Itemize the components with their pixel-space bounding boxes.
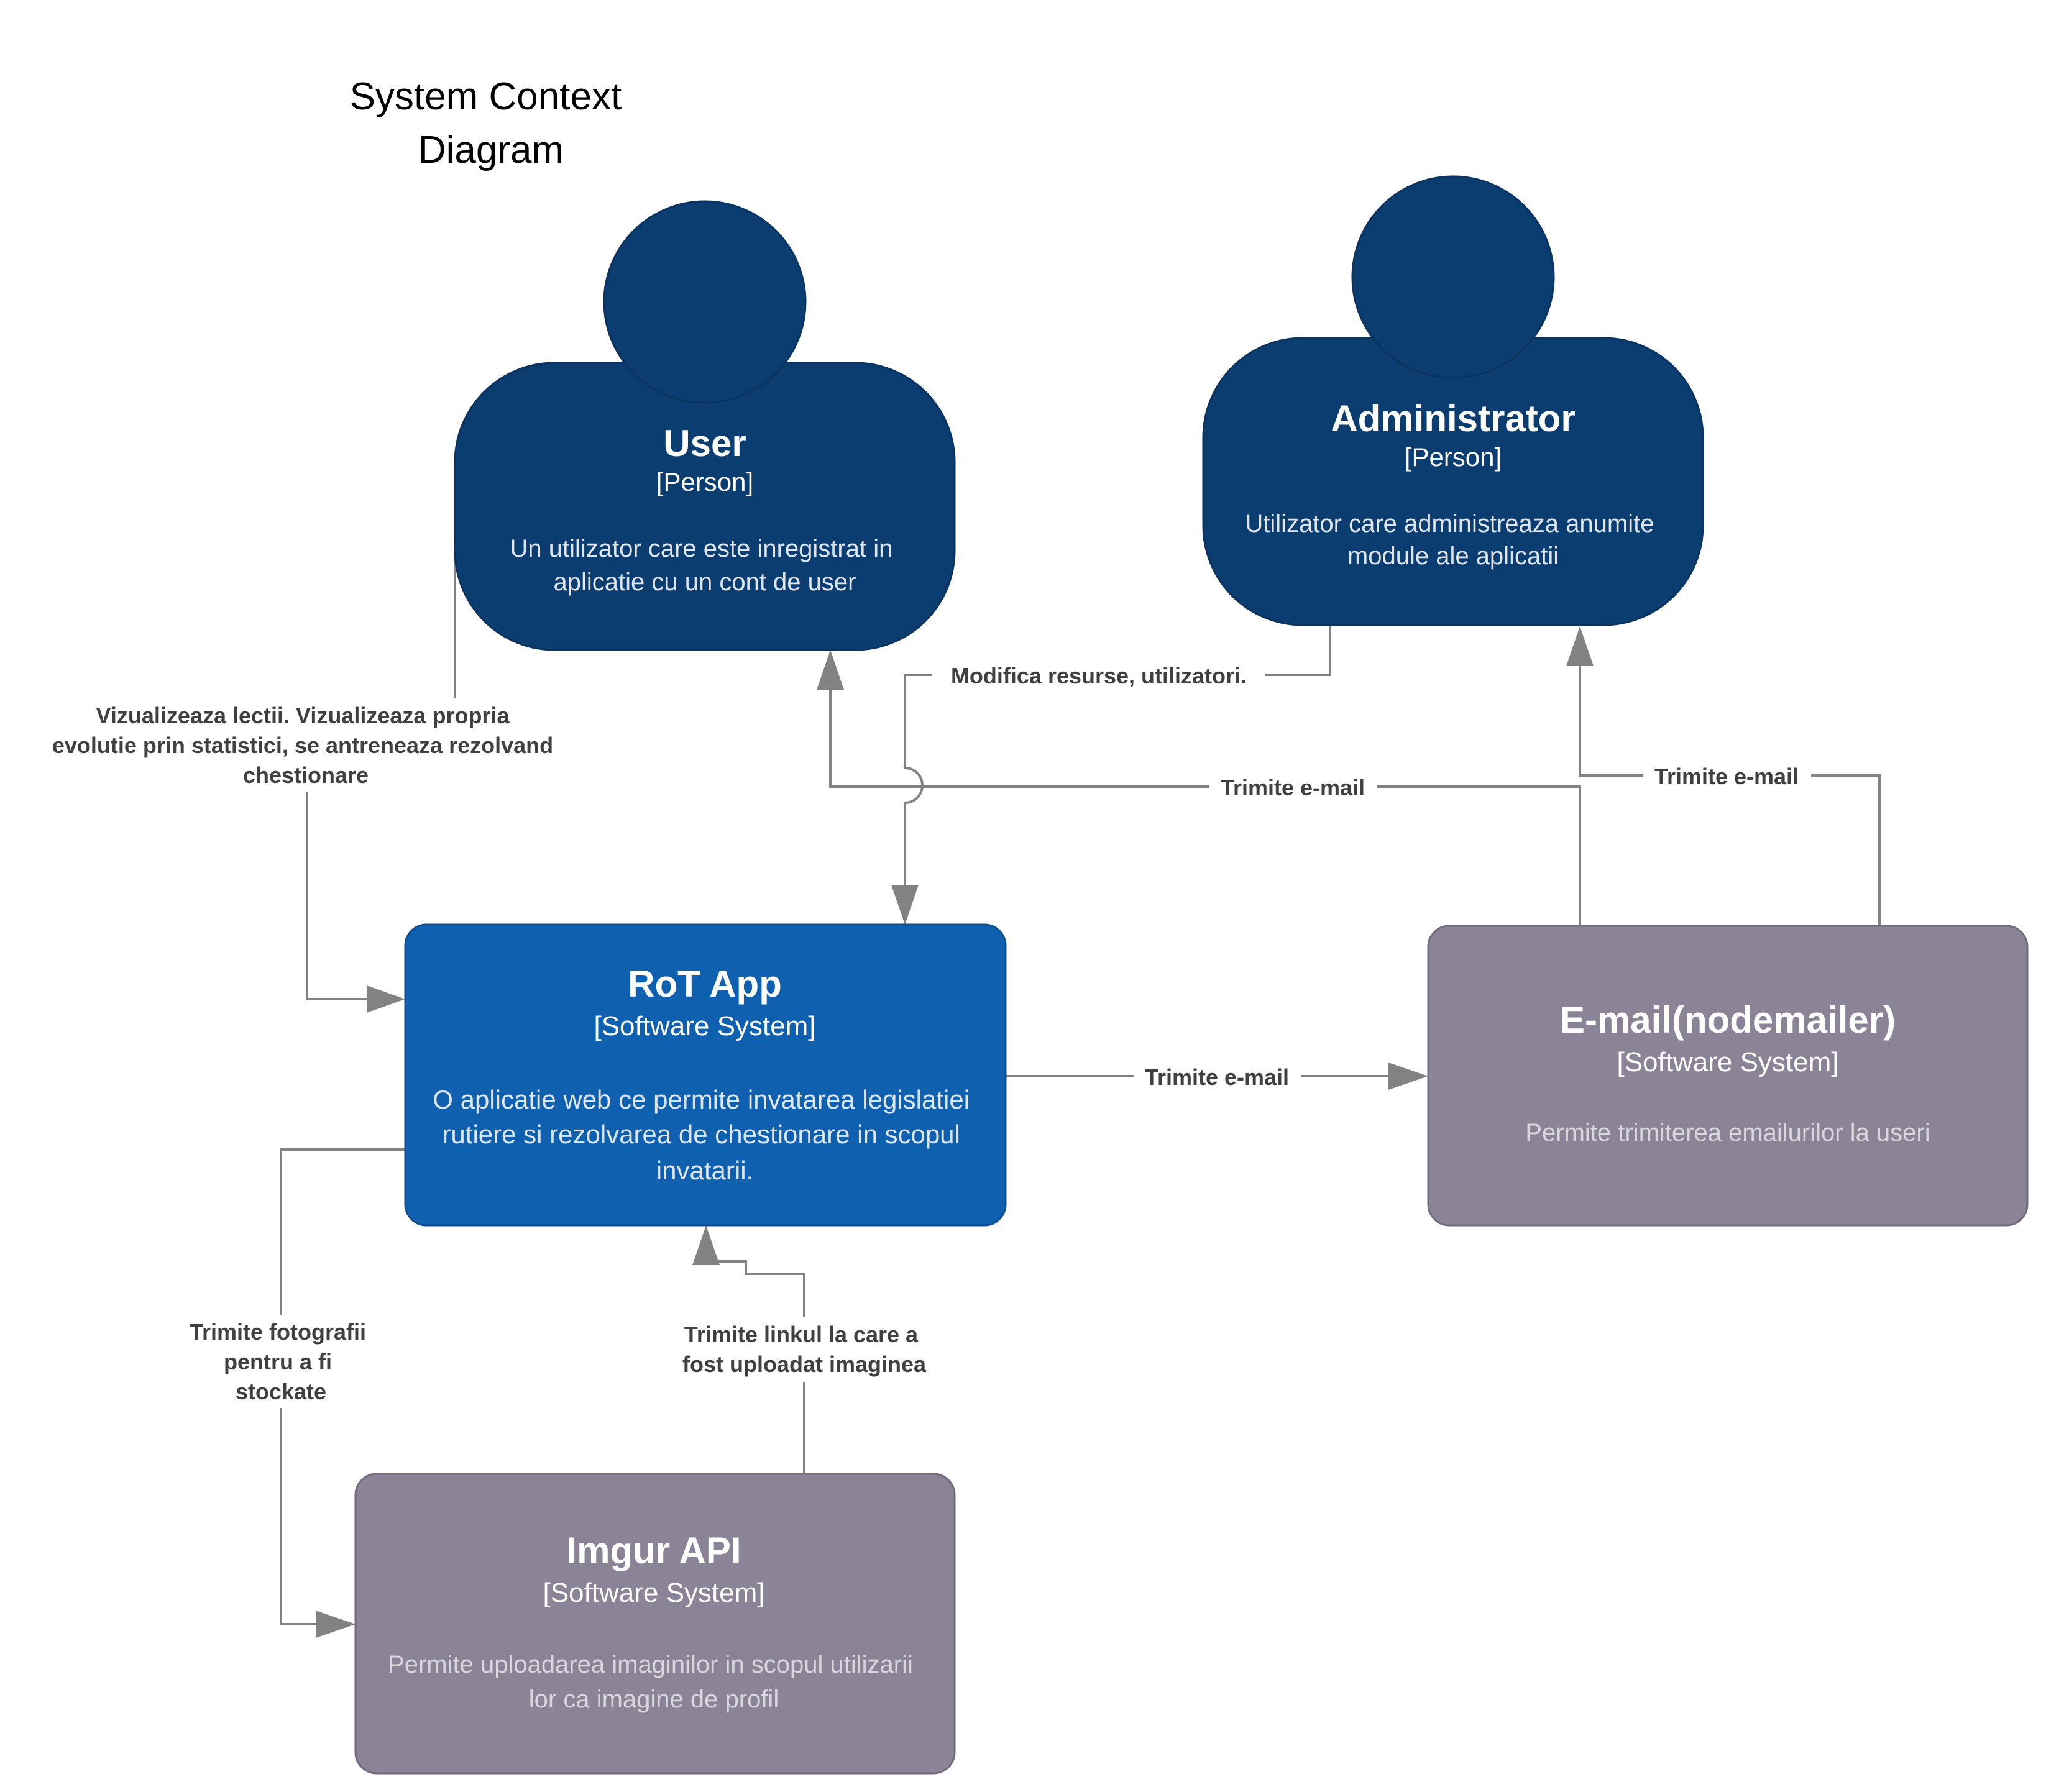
edge-label-email-to-user: Trimite e-mail: [1209, 773, 1377, 802]
svg-text:Trimite e-mail: Trimite e-mail: [1654, 764, 1799, 789]
arrowhead: [367, 985, 405, 1013]
node-name: Imgur API: [566, 1530, 741, 1571]
arrowhead: [891, 885, 919, 925]
arrowhead: [1388, 1063, 1428, 1090]
svg-text:Modifica resurse, utilizatori.: Modifica resurse, utilizatori.: [951, 663, 1247, 688]
node-name: User: [663, 423, 746, 464]
node-user[interactable]: User [Person] Un utilizator care este in…: [454, 200, 956, 651]
edge-label-admin-to-rot: Modifica resurse, utilizatori.: [932, 660, 1265, 690]
svg-text:Trimite e-mail: Trimite e-mail: [1221, 775, 1365, 800]
edge-labels: Vizualizeaza lectii. Vizualizeaza propri…: [25, 660, 1811, 1408]
svg-text:Trimite e-mail: Trimite e-mail: [1145, 1064, 1289, 1090]
svg-text:Trimite fotografii pen: Trimite fotografii pentru a fi stockate: [190, 1319, 372, 1404]
node-type: [Person]: [1405, 442, 1502, 472]
edge-label-rot-to-imgur: Trimite fotografii pentru a fi stockate: [177, 1315, 388, 1408]
node-type: [Software System]: [594, 1011, 815, 1041]
node-description: Utilizator care administreaza anumite mo…: [1245, 510, 1661, 570]
node-name: RoT App: [628, 963, 782, 1005]
diagram-title: System Context Diagram: [350, 75, 633, 171]
edge-email-to-user[interactable]: [817, 650, 1581, 926]
system-box: [404, 923, 1007, 1227]
person-body: [454, 362, 956, 651]
node-type: [Software System]: [1617, 1047, 1838, 1077]
node-email[interactable]: E-mail(nodemailer) [Software System] Per…: [1427, 925, 2029, 1227]
person-icon: [603, 200, 807, 404]
edges: [280, 539, 1881, 1638]
system-box: [354, 1473, 956, 1775]
arrowhead: [692, 1225, 720, 1265]
person-body: [1202, 337, 1704, 626]
node-description: Un utilizator care este inregistrat in a…: [510, 535, 900, 596]
node-administrator[interactable]: Administrator [Person] Utilizator care a…: [1202, 175, 1704, 626]
node-description: Permite uploadarea imaginilor in scopul …: [388, 1651, 920, 1713]
node-description: O aplicatie web ce permite invatarea leg…: [433, 1085, 976, 1185]
node-type: [Person]: [656, 467, 753, 496]
svg-text:Trimite linkul la care a: Trimite linkul la care a fost uploadat i…: [682, 1322, 927, 1377]
arrowhead: [817, 650, 844, 690]
node-name: E-mail(nodemailer): [1560, 999, 1896, 1041]
node-description: Permite trimiterea emailurilor la useri: [1525, 1119, 1930, 1146]
edge-label-imgur-to-rot: Trimite linkul la care a fost uploadat i…: [646, 1317, 970, 1382]
edge-label-rot-to-email: Trimite e-mail: [1134, 1063, 1301, 1091]
edge-label-email-to-admin: Trimite e-mail: [1643, 762, 1811, 790]
svg-text:Vizualizeaza lectii. Vizualize: Vizualizeaza lectii. Vizualizeaza propri…: [52, 703, 559, 788]
edge-admin-to-rot[interactable]: [891, 625, 1331, 925]
node-imgur[interactable]: Imgur API [Software System] Permite uplo…: [354, 1473, 956, 1775]
edge-label-user-to-rot: Vizualizeaza lectii. Vizualizeaza propri…: [25, 698, 590, 792]
system-box: [1427, 925, 2029, 1227]
edge-imgur-to-rot[interactable]: [692, 1225, 805, 1474]
arrowhead: [1566, 626, 1594, 666]
person-icon: [1351, 175, 1555, 379]
node-type: [Software System]: [543, 1578, 764, 1608]
arrowhead: [316, 1611, 356, 1638]
node-name: Administrator: [1331, 398, 1575, 439]
node-rot-app[interactable]: RoT App [Software System] O aplicatie we…: [404, 923, 1007, 1227]
